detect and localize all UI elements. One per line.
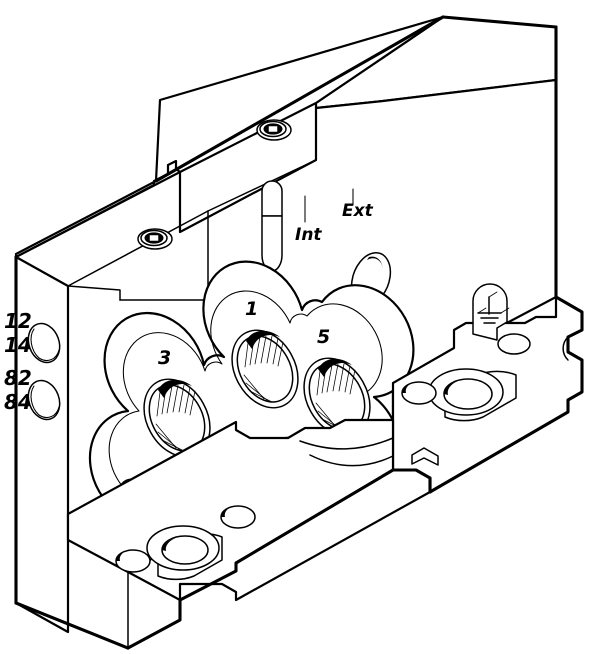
pilot-84-label: 84 — [4, 390, 32, 414]
port-1-label: 1 — [245, 298, 258, 320]
body-rib-curve-2 — [309, 454, 394, 467]
right-flange-group — [391, 283, 584, 494]
pilot-ports-group: 12 14 82 84 — [4, 309, 61, 421]
port-3-thread-hatch-lower — [155, 423, 185, 452]
counterbore-bore — [443, 378, 493, 410]
screw-slot — [148, 233, 160, 243]
threaded-port-1: 1 — [231, 298, 299, 409]
mount-hole-rear-left — [401, 381, 437, 405]
counterbore-shadow — [444, 381, 458, 395]
port-1-thread-hatch-lower — [243, 374, 273, 403]
port-3-shadow — [158, 379, 192, 398]
port-1-shadow — [246, 330, 280, 349]
countersunk-screw-right — [256, 119, 292, 141]
body-rib-curve — [299, 437, 394, 450]
pilot-port-12-14 — [27, 322, 61, 364]
body-bottom-left-edge — [14, 601, 130, 650]
mount-hole-rear-right — [497, 333, 531, 355]
port-5-shadow — [318, 358, 352, 377]
pilot-12-label: 12 — [4, 309, 32, 333]
int-label: Int — [295, 225, 322, 245]
port-5-thread-hatch — [316, 363, 356, 396]
top-screws-group — [137, 119, 292, 250]
body-rear-top-edge — [441, 15, 558, 29]
countersunk-screw-left — [137, 228, 173, 250]
oval-vent-hole-shadow — [367, 256, 383, 269]
pin-slot-feature — [261, 180, 283, 217]
pilot-port-lower-bore — [27, 379, 61, 421]
port-3-thread-hatch — [156, 384, 196, 417]
bottom-flange-front-edge-2 — [391, 468, 432, 494]
through-hole-shadow — [221, 507, 231, 517]
earth-tab-plate — [472, 283, 508, 341]
port-1-thread-hatch — [244, 335, 284, 368]
screw-mid-ring — [140, 229, 168, 247]
threaded-port-3: 3 — [143, 347, 211, 458]
counterbore-shadow — [162, 538, 176, 551]
earth-ground-symbol — [477, 291, 510, 324]
counterbore-bore — [161, 535, 209, 565]
pilot-port-lower-inner — [30, 385, 60, 419]
mount-hole-front-left — [115, 549, 151, 573]
body-rail-underside — [179, 159, 317, 233]
port-5-label: 5 — [317, 326, 330, 348]
mount-hole-front-center — [146, 525, 223, 581]
pilot-port-upper-bore — [27, 322, 61, 364]
body-rail-top-edge — [154, 15, 445, 183]
pin-slot-lower — [261, 215, 283, 272]
screw-mid-ring — [259, 120, 287, 138]
through-hole-inner-arc — [497, 343, 531, 355]
screw-slot — [267, 124, 279, 134]
retaining-clip-tab — [411, 447, 439, 466]
pilot-82-label: 82 — [4, 366, 32, 390]
port-3-label: 3 — [158, 347, 171, 369]
right-flange-scallop — [562, 336, 569, 361]
mount-hole-front-right — [220, 505, 256, 529]
bottom-flange-web-line-2 — [235, 429, 289, 439]
mount-hole-rear-center — [428, 368, 517, 422]
earth-ground-tab-group — [472, 283, 510, 341]
pilot-port-upper-inner — [30, 328, 60, 362]
bottom-flange-front-edge — [126, 468, 395, 650]
through-hole-shadow — [402, 383, 412, 393]
body-rail-notch — [155, 160, 181, 182]
body-front-step-edge — [67, 285, 121, 301]
pilot-14-label: 14 — [4, 333, 32, 357]
bottom-flange-web-line — [287, 427, 306, 439]
right-flange-inner-edge — [392, 347, 455, 384]
pin-and-supply-selector-group: Int Ext — [261, 180, 374, 272]
bottom-flange-group — [66, 418, 432, 650]
pilot-port-82-84 — [27, 379, 61, 421]
through-hole-shadow — [116, 551, 126, 561]
right-flange-profile — [428, 295, 584, 494]
ext-label: Ext — [342, 201, 374, 221]
body-front-step-top — [207, 159, 317, 212]
